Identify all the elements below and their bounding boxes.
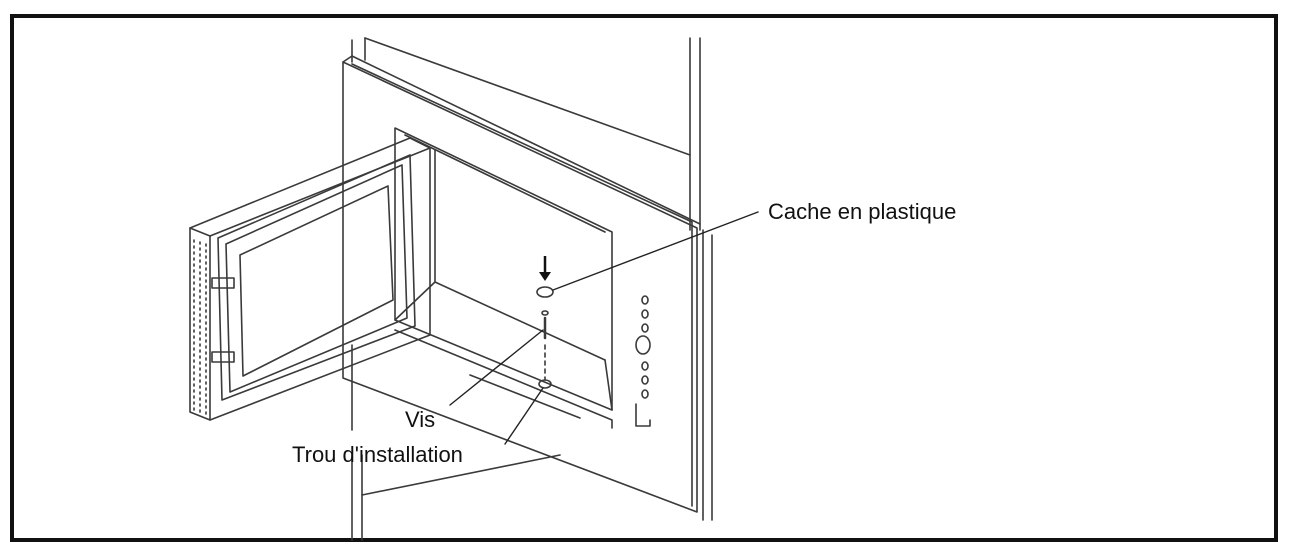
control-panel-button-icon bbox=[641, 295, 649, 305]
plastic-cover-label: Cache en plastique bbox=[768, 199, 957, 224]
installation-hole bbox=[538, 379, 552, 389]
oven-cavity bbox=[394, 127, 613, 429]
control-panel bbox=[635, 295, 651, 427]
arrow-down-icon bbox=[539, 256, 551, 281]
cabinet-outline bbox=[351, 37, 713, 541]
leader-line-trou bbox=[504, 387, 544, 445]
leader-lines bbox=[449, 211, 759, 445]
screw-label: Vis bbox=[405, 407, 436, 432]
control-dial-icon bbox=[635, 335, 651, 355]
plastic-cover bbox=[536, 286, 554, 298]
leader-line-vis bbox=[449, 329, 544, 406]
microwave-front-frame bbox=[342, 55, 701, 513]
installation-hole-label: Trou d'installation bbox=[292, 442, 463, 467]
open-door bbox=[189, 137, 431, 421]
mounting-parts bbox=[536, 286, 554, 389]
leader-line-cache bbox=[552, 211, 759, 291]
